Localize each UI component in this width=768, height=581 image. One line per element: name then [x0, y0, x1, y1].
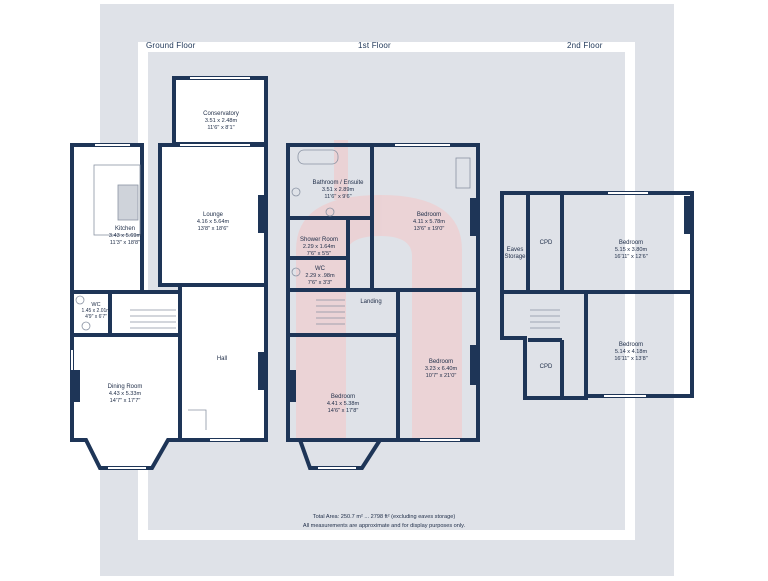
dining-label: Dining Room 4.43 x 5.33m 14'7" x 17'7" — [100, 384, 150, 405]
dining-imperial: 14'7" x 17'7" — [109, 398, 141, 404]
bedroom-2a-imperial: 16'11" x 12'6" — [614, 254, 648, 260]
second-floor-outline — [500, 191, 694, 400]
eaves-name: Eaves Storage — [504, 247, 526, 260]
wardrobe-icon — [455, 157, 471, 189]
shower-metric: 2.29 x 1.64m — [302, 244, 336, 250]
kitchen-name: Kitchen — [114, 226, 135, 232]
bedroom-2a-metric: 5.15 x 3.80m — [614, 247, 648, 253]
stairs-ground — [108, 290, 182, 337]
first-windows — [318, 144, 460, 469]
second-floor-title: 2nd Floor — [567, 41, 603, 50]
toilet-icon-ensuite — [291, 187, 301, 197]
first-fireplaces — [288, 198, 478, 402]
bedroom-2a-label: Bedroom 5.15 x 3.80m 16'11" x 12'6" — [604, 240, 658, 261]
bedroom-2a-name: Bedroom — [618, 240, 644, 246]
wc-ground-imperial: 4'9" x 6'7" — [85, 314, 107, 320]
bedroom-1b-name: Bedroom — [428, 359, 454, 365]
landing-name: Landing — [360, 299, 382, 305]
hall-label: Hall — [210, 356, 234, 363]
conservatory-name: Conservatory — [203, 111, 239, 117]
basin-icon-ground — [81, 321, 91, 331]
bedroom-1a-name: Bedroom — [416, 212, 442, 218]
toilet-icon-ground — [75, 295, 85, 305]
lounge-label: Lounge 4.16 x 5.64m 13'8" x 18'6" — [188, 212, 238, 233]
stairs-treads-ground — [130, 309, 176, 329]
shower-imperial: 7'6" x 5'5" — [306, 251, 332, 257]
shower-name: Shower Room — [299, 237, 338, 243]
bathroom-label: Bathroom / Ensuite 3.51 x 2.89m 11'6" x … — [308, 180, 368, 201]
wc-first-name: WC — [315, 266, 325, 272]
second-fireplace — [684, 196, 692, 234]
bedroom-2b-imperial: 16'11" x 13'8" — [614, 356, 648, 362]
ground-floor-details — [75, 164, 207, 430]
first-floor-outline — [286, 143, 480, 442]
kitchen-imperial: 11'3" x 18'8" — [109, 240, 141, 246]
conservatory-label: Conservatory 3.51 x 2.48m 11'6" x 8'1" — [196, 111, 246, 132]
wc-ground-label: WC 1.45 x 2.01m 4'9" x 6'7" — [78, 302, 114, 320]
bedroom-1a-imperial: 13'6" x 19'0" — [413, 226, 445, 232]
ground-windows — [71, 77, 250, 469]
second-floor-details — [530, 309, 560, 329]
cpd-a-name: CPD — [539, 240, 553, 246]
first-floor-details — [291, 149, 471, 325]
bath-icon — [297, 149, 339, 165]
cpd-b-label: CPD — [533, 364, 559, 371]
first-floor-plan — [286, 143, 480, 470]
bedroom-2b-name: Bedroom — [618, 342, 644, 348]
stairs-treads-first — [316, 299, 345, 325]
conservatory-imperial: 11'6" x 8'1" — [207, 125, 235, 131]
bedroom-1c-label: Bedroom 4.41 x 5.38m 14'6" x 17'8" — [318, 394, 368, 415]
kitchen-label: Kitchen 3.43 x 5.69m 11'3" x 18'8" — [103, 226, 147, 247]
conservatory-metric: 3.51 x 2.48m — [204, 118, 238, 124]
bathroom-name: Bathroom / Ensuite — [312, 180, 364, 186]
bedroom-1b-metric: 3.23 x 6.40m — [424, 366, 458, 372]
wc-first-imperial: 7'6" x 3'3" — [307, 280, 333, 286]
cpd-a-label: CPD — [533, 240, 559, 247]
dining-room — [70, 333, 182, 470]
disclaimer-text: All measurements are approximate and for… — [302, 523, 466, 529]
second-windows — [604, 192, 648, 397]
conservatory-room — [172, 76, 268, 146]
ground-fireplaces — [72, 195, 266, 402]
wc-first-label: WC 2.29 x .98m 7'6" x 3'3" — [298, 266, 342, 287]
total-area-text: Total Area: 250.7 m² ... 2798 ft² (exclu… — [312, 514, 456, 520]
bedroom-1c-imperial: 14'6" x 17'8" — [327, 408, 359, 414]
wc-ground-name: WC — [91, 302, 101, 308]
bedroom-1a-metric: 4.11 x 5.78m — [413, 219, 445, 225]
stairs-treads-second — [530, 309, 560, 329]
dining-metric: 4.43 x 5.33m — [108, 391, 142, 397]
basin-icon-ensuite — [325, 207, 335, 217]
landing-label: Landing — [356, 299, 386, 306]
wc-first-metric: 2.29 x .98m — [305, 273, 335, 279]
hall-name: Hall — [216, 356, 228, 362]
lounge-name: Lounge — [202, 212, 224, 218]
bathroom-imperial: 11'6" x 9'6" — [324, 194, 352, 200]
lounge-metric: 4.16 x 5.64m — [196, 219, 230, 225]
bedroom-2b-label: Bedroom 5.14 x 4.18m 16'11" x 13'8" — [604, 342, 658, 363]
kitchen-island — [117, 184, 139, 221]
bathroom-metric: 3.51 x 2.89m — [321, 187, 355, 193]
eaves-label: Eaves Storage — [503, 240, 527, 268]
second-floor-plan — [500, 191, 694, 400]
bedroom-2b-metric: 5.14 x 4.18m — [614, 349, 648, 355]
bedroom-1a-label: Bedroom 4.11 x 5.78m 13'6" x 19'0" — [404, 212, 454, 233]
toilet-icon-first-wc — [291, 267, 301, 277]
bedroom-1c-metric: 4.41 x 5.38m — [326, 401, 360, 407]
kitchen-counter — [93, 164, 141, 236]
dining-name: Dining Room — [107, 384, 143, 390]
bedroom-1b-imperial: 10'7" x 21'0" — [425, 373, 457, 379]
cpd-b-name: CPD — [539, 364, 553, 370]
shower-label: Shower Room 2.29 x 1.64m 7'6" x 5'5" — [294, 237, 344, 258]
bedroom-1c-name: Bedroom — [330, 394, 356, 400]
kitchen-metric: 3.43 x 5.69m — [108, 233, 142, 239]
first-floor-title: 1st Floor — [358, 41, 391, 50]
lounge-imperial: 13'8" x 18'6" — [197, 226, 229, 232]
bedroom-1b-label: Bedroom 3.23 x 6.40m 10'7" x 21'0" — [416, 359, 466, 380]
hall-cupboard — [188, 409, 207, 430]
wc-ground-metric: 1.45 x 2.01m — [81, 308, 111, 314]
ground-floor-title: Ground Floor — [146, 41, 196, 50]
